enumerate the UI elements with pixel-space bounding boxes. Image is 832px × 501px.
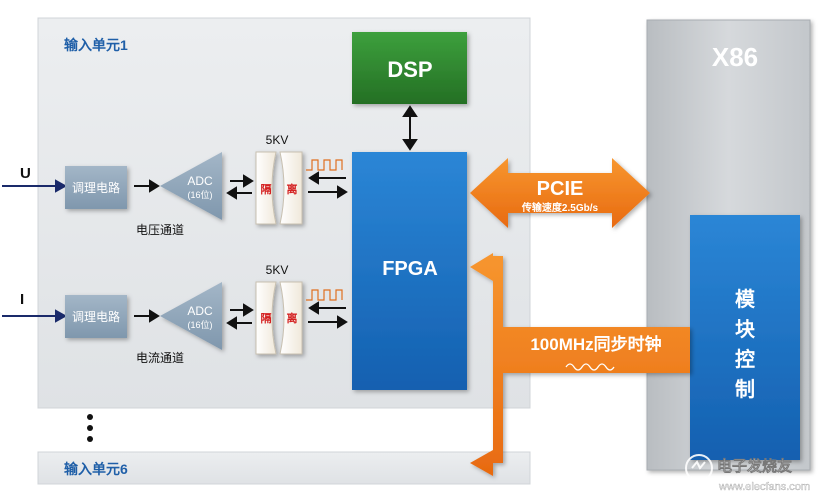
channel-i-conditioning-box xyxy=(65,295,127,338)
channel-u-input-line xyxy=(2,179,68,193)
channel-i-conditioning-label: 调理电路 xyxy=(72,309,120,324)
channel-i-adc-label: ADC xyxy=(187,304,213,318)
channel-u-isolator xyxy=(255,151,303,225)
channel-i-name: 电流通道 xyxy=(136,351,184,365)
watermark-url: www.elecfans.com xyxy=(718,481,810,493)
clock-label: 100MHz同步时钟 xyxy=(530,334,661,354)
channel-u-kv: 5KV xyxy=(266,133,289,147)
module-control-char-4: 制 xyxy=(735,378,755,401)
channel-u-conditioning-label: 调理电路 xyxy=(72,180,120,195)
watermark-logo-icon xyxy=(685,454,713,482)
channel-i-iso-fpga-arrows xyxy=(308,301,348,329)
dsp-label: DSP xyxy=(387,57,432,82)
input-unit-6-panel xyxy=(37,451,531,485)
channel-i-input: I xyxy=(20,291,24,308)
channel-u-arrow-1 xyxy=(134,179,160,193)
dsp-fpga-arrow xyxy=(402,105,418,151)
channel-u-adc-iso-arrows xyxy=(226,174,254,200)
channel-u-name: 电压通道 xyxy=(136,223,184,237)
channel-i-iso-left: 隔 xyxy=(261,311,272,325)
module-control-char-3: 控 xyxy=(735,347,755,371)
channel-u-iso-right: 离 xyxy=(287,182,298,196)
channel-u-adc-label: ADC xyxy=(187,174,213,188)
dsp-block xyxy=(352,32,467,104)
channel-u-input: U xyxy=(20,165,31,182)
clock-arrow xyxy=(470,253,690,476)
module-control-char-1: 模 xyxy=(735,287,756,311)
channel-i-input-line xyxy=(2,309,68,323)
channel-i-adc xyxy=(160,282,222,350)
x86-label: X86 xyxy=(712,42,758,72)
fpga-block xyxy=(352,152,467,390)
more-units-ellipsis xyxy=(87,414,93,442)
channel-i-arrow-1 xyxy=(134,309,160,323)
channel-u-iso-left: 隔 xyxy=(261,182,272,196)
channel-i-isolator xyxy=(255,281,303,355)
channel-u-adc xyxy=(160,152,222,220)
channel-u-pulse-icon xyxy=(306,159,343,171)
channel-i-kv: 5KV xyxy=(266,263,289,277)
channel-u-adc-bits: (16位) xyxy=(187,189,212,200)
channel-u-conditioning-box xyxy=(65,166,127,209)
channel-i-pulse-icon xyxy=(306,289,343,301)
channel-u-iso-fpga-arrows xyxy=(308,171,348,199)
channel-i-iso-right: 离 xyxy=(287,311,298,325)
channel-i-adc-iso-arrows xyxy=(226,303,254,330)
clock-wave-icon xyxy=(565,363,615,371)
watermark-brand: 电子发烧友 xyxy=(717,457,792,475)
channel-i-adc-bits: (16位) xyxy=(187,319,212,330)
pcie-rate: 传输速度2.5Gb/s xyxy=(521,201,599,214)
fpga-label: FPGA xyxy=(382,258,438,280)
module-control-block xyxy=(690,215,800,460)
pcie-arrow xyxy=(470,158,650,228)
input-unit-1-label: 输入单元1 xyxy=(64,37,128,53)
pcie-label: PCIE xyxy=(537,178,584,200)
module-control-char-2: 块 xyxy=(735,318,756,341)
input-unit-6-label: 输入单元6 xyxy=(64,461,128,477)
